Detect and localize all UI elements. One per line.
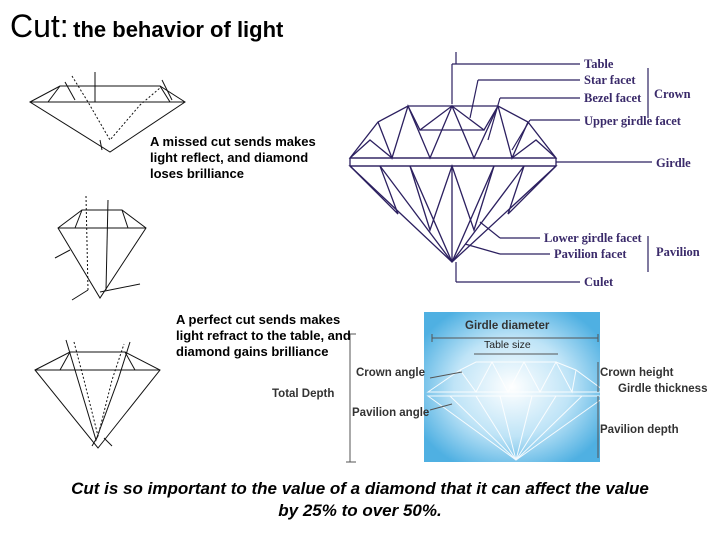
ideal-cut-diagram (34, 339, 161, 449)
label-girdle-diameter: Girdle diameter (465, 320, 550, 332)
label-total-depth: Total Depth (272, 388, 335, 400)
label-lower-girdle-facet: Lower girdle facet (544, 231, 642, 245)
label-pavilion-facet: Pavilion facet (554, 247, 627, 261)
missed-cut-caption: A missed cut sends makes light reflect, … (150, 134, 316, 181)
label-star-facet: Star facet (584, 73, 636, 87)
label-table: Table (584, 57, 614, 71)
glow-backdrop (424, 312, 600, 462)
deep-cut-diagram (54, 195, 147, 301)
title-subtitle: the behavior of light (73, 17, 284, 42)
anatomy-leader-lines (451, 52, 652, 283)
label-pavilion: Pavilion (656, 245, 700, 259)
label-crown-angle: Crown angle (356, 367, 426, 379)
label-crown-height: Crown height (600, 367, 674, 379)
proportions-diagram (346, 312, 608, 463)
label-bezel-facet: Bezel facet (584, 91, 642, 105)
shallow-cut-diagram (29, 72, 186, 153)
label-culet: Culet (584, 275, 614, 289)
label-girdle-thickness: Girdle thickness (618, 383, 708, 395)
footer-note: Cut is so important to the value of a di… (71, 479, 649, 520)
perfect-cut-caption: A perfect cut sends makes light refract … (176, 312, 351, 359)
label-table-size: Table size (484, 339, 531, 351)
label-crown: Crown (654, 87, 691, 101)
label-pavilion-depth: Pavilion depth (600, 424, 679, 436)
title-main: Cut: (10, 8, 69, 44)
page-title: Cut: the behavior of light (10, 8, 283, 45)
label-upper-girdle-facet: Upper girdle facet (584, 114, 681, 128)
diamond-anatomy-diagram (348, 104, 558, 263)
label-pavilion-angle: Pavilion angle (352, 407, 430, 419)
label-girdle: Girdle (656, 156, 691, 170)
